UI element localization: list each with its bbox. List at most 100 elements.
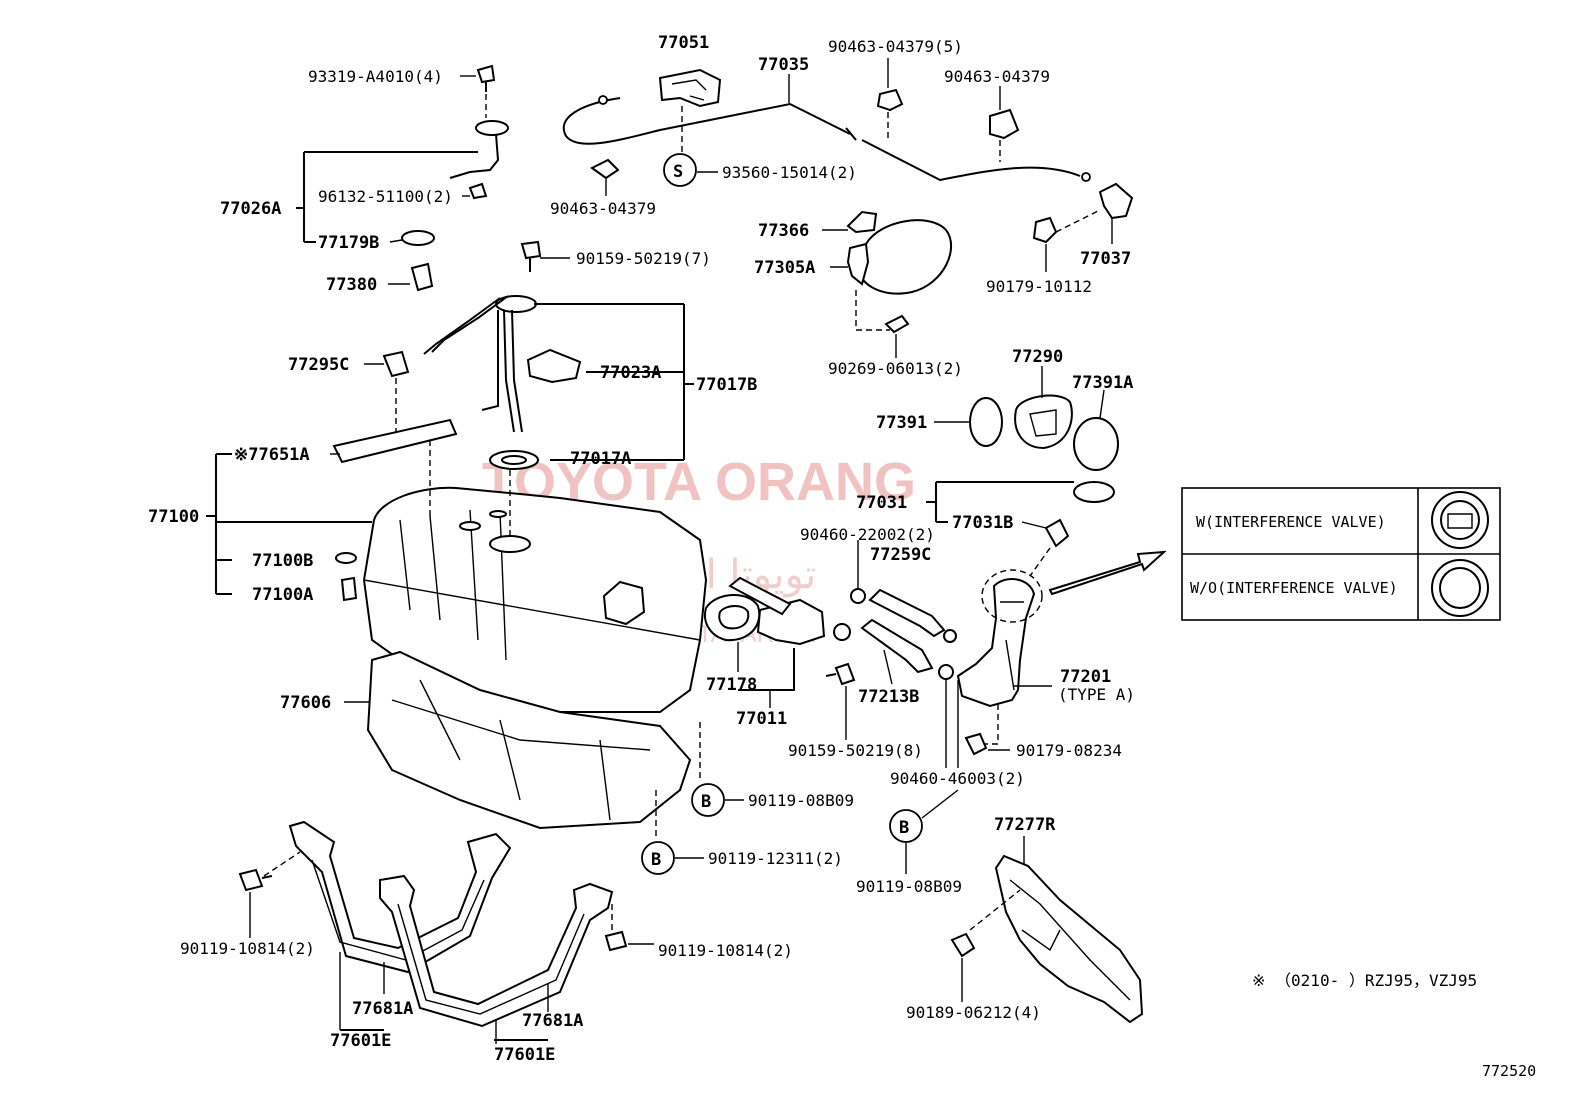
leader-77213b (883, 649, 893, 685)
label-90189: 90189-06212(4) (906, 1003, 1041, 1022)
part-77651a-pad[interactable] (332, 418, 458, 464)
label-90460-22002: 90460-22002(2) (800, 525, 935, 544)
part-77295c[interactable] (382, 350, 410, 378)
part-77366-hinge[interactable] (846, 210, 878, 234)
leader-77031b-dash (1029, 547, 1051, 577)
part-77026a-sender[interactable] (449, 120, 509, 179)
label-77305a: 77305A (754, 258, 815, 278)
symbol-b1-circle (691, 783, 725, 817)
gasket-77178[interactable] (704, 593, 761, 642)
label-77201: 77201 (1060, 667, 1111, 687)
part-77035-cable-rear[interactable] (861, 139, 1091, 182)
cap-77031[interactable] (1073, 481, 1115, 503)
label-77023a: 77023A (600, 363, 661, 383)
part-77305a-fuel-lid[interactable] (846, 219, 952, 295)
label-77391a: 77391A (1072, 373, 1133, 393)
part-77051-lever[interactable] (658, 68, 722, 108)
label-77051: 77051 (658, 33, 709, 53)
label-77031b: 77031B (952, 513, 1013, 533)
part-77201-filler-neck[interactable] (956, 578, 1036, 708)
label-77100a: 77100A (252, 585, 313, 605)
leader-90189-dash (969, 889, 1021, 931)
clip-90189-06212[interactable] (950, 932, 976, 958)
hose-77213b[interactable] (860, 618, 934, 674)
label-90119-08b09-b: 90119-08B09 (856, 877, 962, 896)
valve-without-icon (1431, 559, 1489, 617)
symbol-b1: B (701, 792, 711, 812)
label-90269: 90269-06013(2) (828, 359, 963, 378)
leader-77179b (389, 239, 403, 243)
symbol-b3: B (899, 818, 909, 838)
symbol-b2-circle (641, 841, 675, 875)
part-77290-filler-cap-seal[interactable] (1014, 394, 1073, 450)
part-77037-bracket[interactable] (1098, 182, 1134, 220)
bracket-77100 (215, 453, 372, 595)
label-77601e-r: 77601E (494, 1045, 555, 1065)
hose-77259c[interactable] (868, 588, 946, 638)
part-77017b-pump-assy[interactable] (423, 295, 537, 433)
label-90463-04379-r: 90463-04379 (944, 67, 1050, 86)
label-90119-10814-r: 90119-10814(2) (658, 941, 793, 960)
label-77213b: 77213B (858, 687, 919, 707)
label-77179b: 77179B (318, 233, 379, 253)
leader-90460-46003 (945, 680, 959, 768)
gasket-77100b[interactable] (335, 552, 357, 564)
bolt-90159-50219-7[interactable] (520, 240, 542, 272)
gasket-77017a[interactable] (489, 450, 539, 470)
bracket-77026a (303, 151, 478, 243)
bolt-90119-10814-left[interactable] (238, 868, 273, 892)
gasket-77179b[interactable] (401, 230, 435, 246)
valve-with-icon (1431, 491, 1489, 549)
part-77380[interactable] (410, 262, 434, 292)
ring-77391a[interactable] (1073, 417, 1119, 471)
part-77035-cable-front[interactable] (562, 95, 857, 145)
clamp-90460-46003[interactable] (938, 629, 957, 680)
part-77277r-shield[interactable] (994, 854, 1144, 1024)
label-77290: 77290 (1012, 347, 1063, 367)
label-77017a: 77017A (570, 449, 631, 469)
clip-90463-04379-5[interactable] (876, 88, 904, 112)
leader-90119-10814-l-dash (263, 851, 301, 877)
gasket-77031b[interactable] (1044, 518, 1070, 548)
label-77178: 77178 (706, 675, 757, 695)
bolt-90159-50219-8[interactable] (825, 662, 856, 686)
leader-90269-dash (855, 290, 890, 331)
label-90159-8: 90159-50219(8) (788, 741, 923, 760)
interference-table (1181, 487, 1501, 621)
clip-90463-04379-right[interactable] (989, 108, 1020, 140)
bracket-77017b (534, 303, 694, 461)
label-77681a-l: 77681A (352, 999, 413, 1019)
nut-90179-10112[interactable] (1032, 216, 1058, 244)
symbol-s: S (673, 162, 683, 182)
leader-straps (339, 952, 549, 1044)
clip-90463-04379-left[interactable] (590, 158, 620, 180)
part-77011-pipe[interactable] (728, 576, 826, 646)
part-77606-protector[interactable] (366, 650, 692, 830)
leader-77031b (1021, 521, 1047, 529)
ring-77391[interactable] (969, 397, 1003, 447)
label-90463-04379-l: 90463-04379 (550, 199, 656, 218)
label-77651a: ※77651A (234, 445, 310, 465)
leader-b3 (921, 789, 959, 819)
clip-96132[interactable] (468, 182, 488, 200)
label-93560: 93560-15014(2) (722, 163, 857, 182)
table-with-label: W(INTERFERENCE VALVE) (1196, 513, 1386, 531)
nut-90179-08234[interactable] (964, 732, 988, 756)
part-77023a-bracket[interactable] (526, 348, 582, 384)
strap-77601e-right[interactable] (379, 874, 614, 1028)
label-90460-46003: 90460-46003(2) (890, 769, 1025, 788)
part-77100-fuel-tank[interactable] (362, 486, 708, 713)
label-90119-10814-l: 90119-10814(2) (180, 939, 315, 958)
plug-77100a[interactable] (340, 576, 358, 602)
table-without-label: W/O(INTERFERENCE VALVE) (1190, 579, 1398, 597)
label-77035: 77035 (758, 55, 809, 75)
label-77277r: 77277R (994, 815, 1056, 835)
clamp-90460-22002[interactable] (833, 588, 866, 641)
screw-90269-06013[interactable] (884, 314, 910, 334)
bolt-90119-10814-right[interactable] (604, 930, 628, 952)
label-77031: 77031 (856, 493, 907, 513)
bolt-93319[interactable] (476, 64, 496, 92)
label-77606: 77606 (280, 693, 331, 713)
label-90119-12311: 90119-12311(2) (708, 849, 843, 868)
